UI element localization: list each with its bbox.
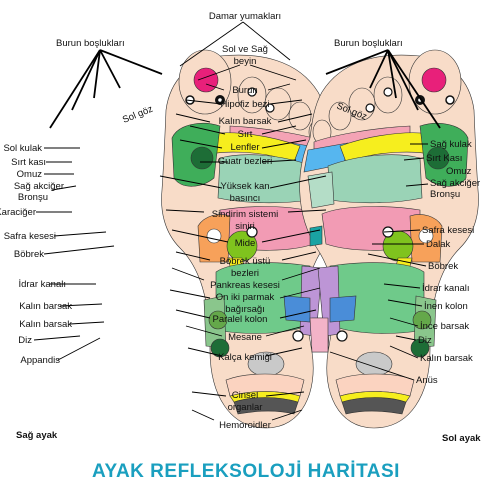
label-burun-bosluklari-left: Burun boşlukları [56,38,125,49]
label-l-akciger-1: Sağ akciğer [14,181,64,192]
label-r-ince: İnce barsak [420,321,469,332]
left-labels: Sol kulak Sırt kası Omuz Sağ akciğer Bro… [0,143,72,366]
label-paralel: Paralel kolon [213,314,268,325]
label-r-bobrek: Böbrek [428,261,458,272]
label-beyin-1: Sol ve Sağ [222,44,268,55]
label-hipofiz: Hipofiz bezi [220,99,269,110]
label-r-inen: İnen kolon [424,301,468,312]
label-hemoroid: Hemoroidler [219,420,271,431]
label-beyin-2: beyin [234,56,257,67]
page-title: AYAK REFLEKSOLOJİ HARİTASI [92,461,400,482]
label-r-akciger-2: Bronşu [430,189,460,200]
label-on-iki-1: On iki parmak [216,292,275,303]
label-l-kalin-1: Kalın barsak [19,301,72,312]
label-cinsel-1: Cinsel [232,390,258,401]
label-l-diz: Diz [18,335,32,346]
leader-lines [33,21,441,421]
label-r-dalak: Dalak [426,239,451,250]
label-cinsel-2: organlar [228,402,263,413]
label-l-sirt-kasi: Sırt kası [11,157,46,168]
caption-sol-ayak: Sol ayak [442,433,481,444]
label-bobrek-ustu-1: Böbrek üstü [220,256,271,267]
label-mide: Mide [235,238,256,249]
label-burun-bosluklari-right: Burun boşlukları [334,38,403,49]
label-lenfler: Lenfler [230,142,259,153]
label-l-kalin-2: Kalın barsak [19,319,72,330]
label-r-omuz: Omuz [446,166,472,177]
label-r-safra: Safra kesesi [422,225,474,236]
label-sirt: Sırt [238,129,253,140]
label-r-akciger-1: Sağ akciğer [430,178,480,189]
label-kalin-barsak-top: Kalın barsak [219,116,272,127]
right-labels: Sağ kulak Sırt Kası Omuz Sağ akciğer Bro… [416,139,480,386]
label-l-sol-kulak: Sol kulak [3,143,42,154]
label-r-idrar: İdrar kanalı [422,283,470,294]
label-r-sirt-kasi: Sırt Kası [426,153,462,164]
label-l-bobrek: Böbrek [14,249,44,260]
label-kalca: Kalça kemiği [218,352,272,363]
label-l-omuz: Omuz [17,169,43,180]
label-sindirim-2: siniri [235,221,255,232]
toe-label-left: Sol göz [121,104,155,126]
label-bobrek-ustu-2: bezleri [231,268,259,279]
label-mesane: Mesane [228,332,262,343]
label-yuksek-2: basıncı [230,193,261,204]
label-sindirim-1: Sindirim sistemi [212,209,279,220]
label-yuksek-1: Yüksek kan [220,181,269,192]
label-burun: Burun [232,85,257,96]
label-l-idrar: İdrar kanalı [18,279,66,290]
label-guatr: Guatr bezleri [218,156,272,167]
label-r-anus: Anüs [416,375,438,386]
label-pankreas: Pankreas kesesi [210,280,280,291]
label-l-karaciger: Karaciğer [0,207,36,218]
label-damar: Damar yumakları [209,11,281,22]
label-l-appandis: Appandis [20,355,60,366]
center-labels: Damar yumakları Sol ve Sağ beyin Burun H… [209,11,281,431]
label-l-akciger-2: Bronşu [18,192,48,203]
label-on-iki-2: bağırsağı [225,304,265,315]
label-r-sag-kulak: Sağ kulak [430,139,472,150]
label-l-safra: Safra kesesi [4,231,56,242]
label-r-kalin: Kalın barsak [420,353,473,364]
caption-sag-ayak: Sağ ayak [16,430,58,441]
label-r-diz: Diz [418,335,432,346]
